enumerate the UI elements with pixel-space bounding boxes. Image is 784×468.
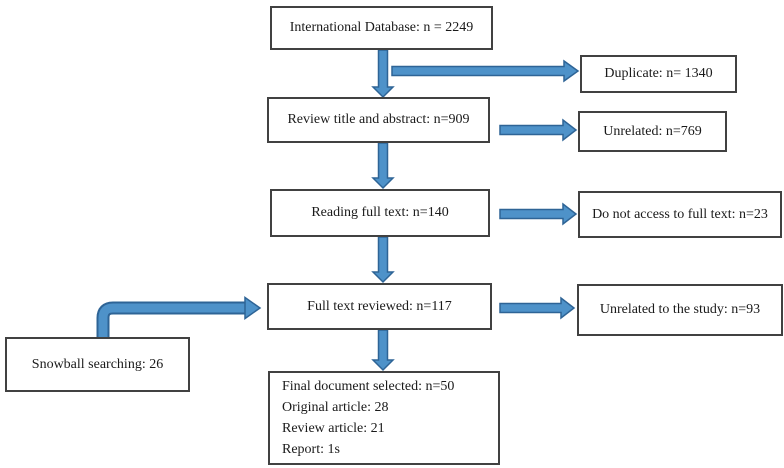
box-reading-full-text-label: Reading full text: n=140 (311, 205, 449, 221)
box-duplicate-label: Duplicate: n= 1340 (604, 66, 713, 82)
box-unrelated-label: Unrelated: n=769 (603, 123, 702, 139)
arrow-fulltext-to-final-icon (371, 329, 395, 372)
arrow-branch-duplicate-icon (391, 59, 580, 83)
box-snowball-searching-label: Snowball searching: 26 (31, 356, 164, 372)
arrow-branch-unrelated-study-icon (499, 296, 576, 320)
arrow-branch-unrelated-icon (499, 118, 578, 142)
box-review-title-abstract: Review title and abstract: n=909 (267, 97, 490, 143)
box-international-database: International Database: n = 2249 (270, 6, 493, 50)
box-reading-full-text: Reading full text: n=140 (270, 189, 490, 237)
box-no-access-full-text-label: Do not access to full text: n=23 (592, 206, 768, 222)
box-review-title-abstract-label: Review title and abstract: n=909 (287, 112, 470, 128)
box-unrelated: Unrelated: n=769 (578, 111, 727, 152)
box-no-access-full-text: Do not access to full text: n=23 (578, 191, 782, 238)
final-line-selected: Final document selected: n=50 (282, 379, 455, 394)
box-full-text-reviewed: Full text reviewed: n=117 (267, 283, 492, 330)
box-international-database-label: International Database: n = 2249 (289, 20, 474, 36)
arrow-snowball-to-fulltext-icon (96, 296, 262, 340)
arrow-reading-to-fulltext-icon (371, 236, 395, 284)
arrow-database-to-review-icon (371, 49, 395, 99)
box-unrelated-to-study-label: Unrelated to the study: n=93 (599, 302, 761, 318)
arrow-branch-no-access-icon (499, 202, 578, 226)
arrow-review-to-reading-icon (371, 142, 395, 190)
box-full-text-reviewed-label: Full text reviewed: n=117 (307, 298, 452, 314)
box-duplicate: Duplicate: n= 1340 (580, 55, 737, 93)
final-line-report: Report: 1s (282, 442, 340, 457)
box-snowball-searching: Snowball searching: 26 (5, 337, 190, 392)
box-final-documents: Final document selected: n=50 Original a… (268, 371, 500, 465)
box-unrelated-to-study: Unrelated to the study: n=93 (577, 284, 783, 336)
final-line-original: Original article: 28 (282, 400, 389, 415)
final-line-review: Review article: 21 (282, 421, 385, 436)
